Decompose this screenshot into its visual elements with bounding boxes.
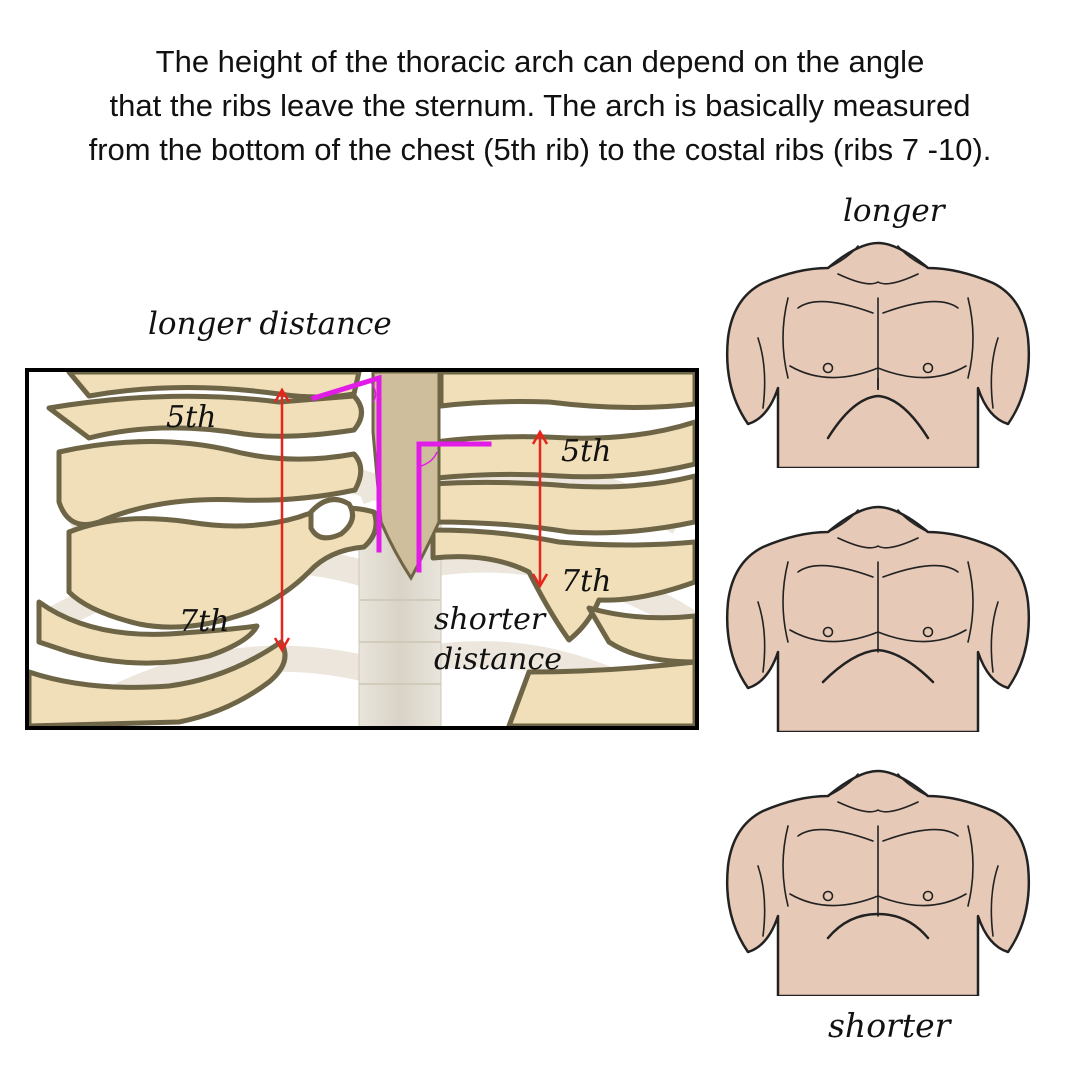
- intro-text: The height of the thoracic arch can depe…: [20, 40, 1060, 172]
- sternum: [371, 372, 441, 581]
- left-5th-rib-label: 5th: [166, 400, 217, 435]
- right-5th-rib-label: 5th: [561, 434, 612, 469]
- thoracic-arch-high: [826, 394, 930, 440]
- shorter-distance-label-line-2: distance: [434, 642, 563, 677]
- right-7th-rib-label: 7th: [561, 564, 612, 599]
- shorter-distance-label-line-1: shorter: [434, 602, 546, 637]
- torso-longer-arch: [718, 238, 1038, 468]
- intro-line-1: The height of the thoracic arch can depe…: [155, 44, 925, 79]
- shorter-distance-label: shorter distance: [434, 600, 562, 680]
- left-rib-7: [66, 505, 379, 630]
- left-7th-rib-label: 7th: [179, 604, 230, 639]
- left-rib-6: [56, 439, 364, 527]
- left-rib-5: [46, 393, 364, 441]
- torso-shorter-arch: [718, 766, 1038, 996]
- longer-label: longer: [843, 193, 945, 229]
- right-angle-marker: [416, 441, 492, 573]
- left-rib-8: [36, 599, 260, 666]
- right-ribs: [428, 372, 695, 726]
- intro-line-2: that the ribs leave the sternum. The arc…: [109, 88, 971, 123]
- left-rib-9: [29, 639, 288, 726]
- measure-arrows: [273, 387, 549, 653]
- right-rib-4: [438, 372, 695, 411]
- shorter-label: shorter: [828, 1006, 951, 1045]
- right-rib-5: [432, 419, 695, 481]
- right-rib-6: [428, 473, 695, 536]
- angle-markers: [310, 374, 492, 573]
- left-rib-4: [66, 372, 362, 400]
- right-rib-9: [506, 659, 695, 726]
- left-ribs: [29, 372, 379, 726]
- vertebra-lines: [359, 599, 441, 685]
- intro-line-3: from the bottom of the chest (5th rib) t…: [88, 132, 992, 167]
- right-rib-8: [586, 605, 695, 665]
- left-angle-marker: [310, 374, 382, 553]
- rib-cage-illustration: [29, 372, 695, 726]
- longer-distance-label: longer distance: [148, 306, 392, 342]
- thoracic-arch-medium: [821, 648, 935, 684]
- thoracic-arch-low: [826, 912, 930, 940]
- torso-medium-arch: [718, 502, 1038, 732]
- right-angle-arc: [420, 451, 438, 467]
- left-angle-arc: [370, 381, 377, 403]
- left-cartilage-gap: [308, 497, 356, 541]
- right-rib-7: [430, 527, 695, 643]
- rib-cage-diagram: 5th 7th 5th 7th shorter distance: [25, 368, 699, 730]
